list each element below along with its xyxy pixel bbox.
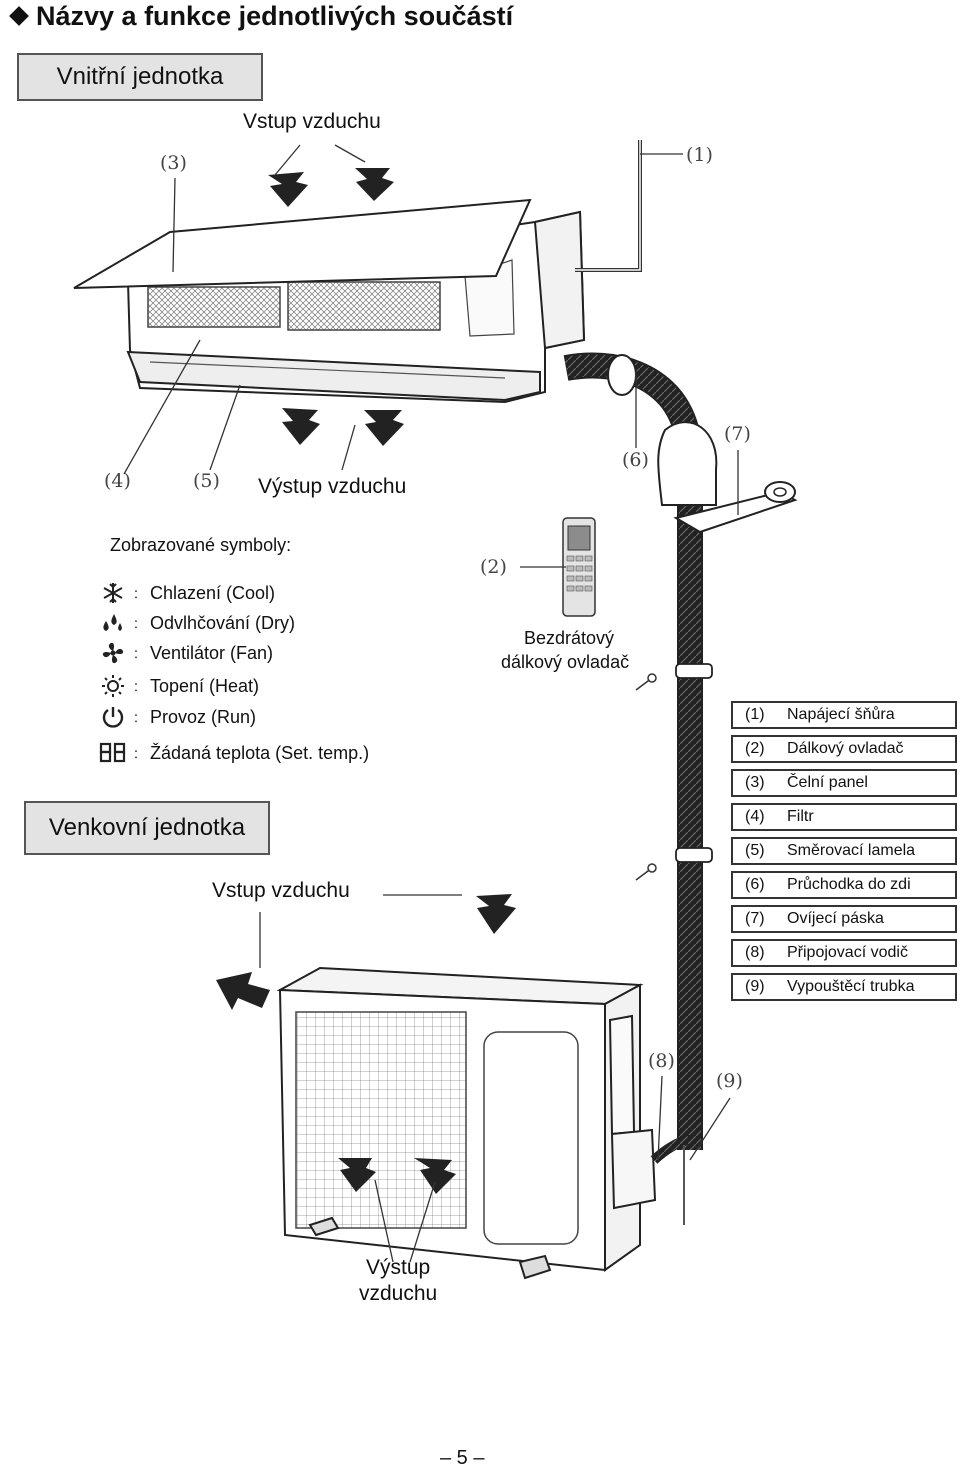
- remote-label-line1: Bezdrátový: [524, 628, 615, 648]
- indoor-air-in-label: Vstup vzduchu: [243, 110, 381, 133]
- symbol-row-fan: ： Ventilátor (Fan): [98, 639, 273, 667]
- droplets-icon: [98, 610, 128, 636]
- symbol-row-dry: ： Odvlhčování (Dry): [98, 609, 295, 637]
- callout-2: (2): [480, 556, 507, 578]
- outdoor-unit: [276, 966, 657, 1280]
- remote-label-line2: dálkový ovladač: [501, 652, 630, 672]
- remote-control: [562, 517, 596, 617]
- power-icon: [98, 704, 128, 730]
- legend-row: (6)Průchodka do zdi: [731, 871, 957, 899]
- symbol-row-cool: ： Chlazení (Cool): [98, 579, 275, 607]
- callout-9: (9): [716, 1070, 743, 1092]
- symbol-row-run: ： Provoz (Run): [98, 703, 256, 731]
- callout-5: (5): [193, 470, 220, 492]
- diamond-bullet-icon: [9, 6, 29, 27]
- callout-7: (7): [724, 423, 751, 445]
- callout-1: (1): [686, 144, 713, 166]
- indoor-unit: [73, 198, 586, 404]
- front-panel: [73, 198, 532, 289]
- page-number: – 5 –: [440, 1447, 485, 1469]
- symbol-label: Chlazení (Cool): [150, 582, 276, 603]
- callout-4: (4): [104, 470, 131, 492]
- outdoor-unit-heading: Venkovní jednotka: [24, 801, 270, 855]
- symbol-row-heat: ： Topení (Heat): [98, 672, 259, 700]
- legend-row: (2)Dálkový ovladač: [731, 735, 957, 763]
- legend-row: (9)Vypouštěcí trubka: [731, 973, 957, 1001]
- power-cord: [575, 140, 642, 272]
- symbol-row-set-temp: ： Žádaná teplota (Set. temp.): [98, 739, 369, 767]
- outdoor-air-out-label-line1: Výstup: [366, 1256, 431, 1279]
- fan-grille: [295, 1011, 467, 1229]
- legend-row: (4)Filtr: [731, 803, 957, 831]
- parts-legend: (1)Napájecí šňůra (2)Dálkový ovladač (3)…: [731, 701, 957, 1007]
- indoor-side: [533, 210, 586, 350]
- fan-icon: [98, 640, 128, 666]
- sun-icon: [98, 673, 128, 699]
- symbol-label: Odvlhčování (Dry): [150, 612, 296, 633]
- callout-8: (8): [648, 1050, 675, 1072]
- tape-roll: [673, 490, 798, 534]
- callout-6: (6): [622, 449, 649, 471]
- symbol-label: Ventilátor (Fan): [150, 642, 274, 663]
- airflow-arrows: [216, 168, 516, 1194]
- symbols-heading: Zobrazované symboly:: [110, 535, 292, 555]
- callout-3: (3): [160, 152, 187, 174]
- legend-row: (1)Napájecí šňůra: [731, 701, 957, 729]
- indoor-air-out-label: Výstup vzduchu: [258, 475, 407, 498]
- wall-sleeve: [607, 354, 637, 396]
- outdoor-air-in-label: Vstup vzduchu: [212, 879, 350, 902]
- legend-row: (7)Ovíjecí páska: [731, 905, 957, 933]
- page-title: Názvy a funkce jednotlivých součástí: [8, 0, 513, 32]
- indoor-unit-heading: Vnitřní jednotka: [17, 53, 263, 101]
- filter-left: [147, 286, 281, 328]
- legend-row: (5)Směrovací lamela: [731, 837, 957, 865]
- filter-right: [287, 281, 441, 331]
- seven-segment-icon: [98, 740, 128, 766]
- symbol-label: Topení (Heat): [150, 675, 260, 696]
- legend-row: (8)Připojovací vodič: [731, 939, 957, 967]
- outdoor-air-out-label-line2: vzduchu: [359, 1282, 438, 1305]
- symbol-label: Žádaná teplota (Set. temp.): [150, 742, 370, 763]
- louver: [126, 350, 541, 402]
- leader-lines: [123, 144, 739, 1263]
- snowflake-icon: [98, 580, 128, 606]
- symbol-label: Provoz (Run): [150, 706, 257, 727]
- legend-row: (3)Čelní panel: [731, 769, 957, 797]
